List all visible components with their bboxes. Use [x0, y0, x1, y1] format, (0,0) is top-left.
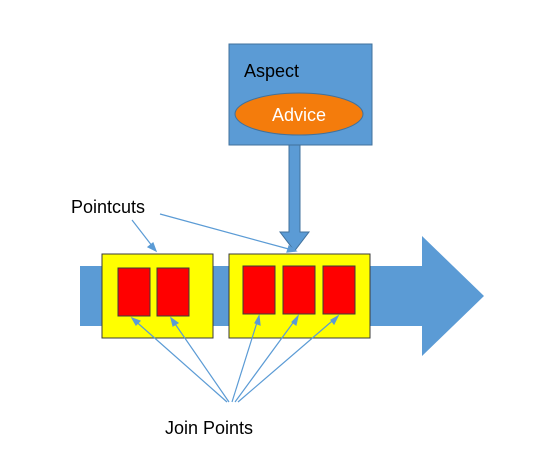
join-point-4	[282, 265, 316, 315]
pointcut-pointer-2-head	[286, 245, 298, 253]
join-point-pointer-3	[231, 315, 260, 403]
join-point-pointer-4-head	[291, 314, 300, 327]
join-point-pointer-1	[131, 317, 228, 403]
join-point-pointer-3-head	[254, 314, 261, 326]
pointcut-pointers	[131, 213, 298, 253]
join-point-3	[242, 265, 276, 315]
join-point-pointer-2	[170, 317, 230, 403]
join-point-pointer-1-head	[130, 316, 142, 326]
aspect-label: Aspect	[244, 61, 299, 81]
join-point-5	[322, 265, 356, 315]
join-point-pointer-5	[237, 315, 339, 403]
join-point-pointer-4	[234, 315, 299, 403]
advice-weave-arrow	[278, 144, 311, 252]
advice-label: Advice	[272, 105, 326, 125]
join-point-pointers	[130, 314, 340, 403]
join-point-pointer-2-head	[170, 316, 180, 327]
join-point-1	[117, 267, 151, 317]
pointcuts-label: Pointcuts	[71, 197, 145, 217]
join-points-label: Join Points	[165, 418, 253, 438]
advice-ellipse	[234, 92, 364, 136]
join-point-pointer-5-head	[330, 314, 340, 326]
pointcut-pointer-1-head	[146, 242, 158, 253]
join-point-2	[156, 267, 190, 317]
pointcut-pointer-2	[159, 213, 297, 252]
